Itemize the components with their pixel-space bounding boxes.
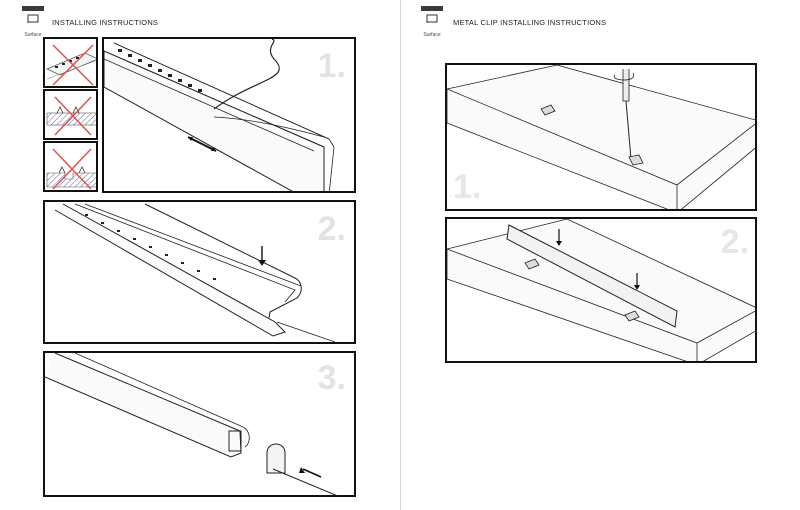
step-number: 1. <box>317 47 346 85</box>
left-arrow-icon <box>302 468 322 478</box>
clip-step-2-panel: 2. <box>445 217 757 363</box>
page-title: METAL CLIP INSTALLING INSTRUCTIONS <box>453 18 607 27</box>
step-number: 2. <box>720 223 749 261</box>
step-number: 2. <box>317 210 346 248</box>
step-1-panel: 1. <box>102 37 356 193</box>
surface-badge: Surface <box>22 6 44 38</box>
rotate-arrow-icon <box>613 72 635 81</box>
end-cap-icon <box>266 443 286 474</box>
surface-mount-icon <box>426 14 438 23</box>
clip-icon <box>524 258 640 322</box>
warning-panel-3 <box>43 141 98 192</box>
profile-icon <box>506 224 678 328</box>
cross-icon <box>52 44 94 86</box>
step-number: 1. <box>453 168 482 206</box>
step-3-panel: 3. <box>43 351 356 497</box>
surface-badge: Surface <box>421 6 443 38</box>
clip-step-1-panel: 1. <box>445 63 757 211</box>
page-title: INSTALLING INSTRUCTIONS <box>52 18 159 27</box>
step-2-panel: 2. <box>43 200 356 344</box>
cross-icon <box>54 96 92 136</box>
slide-arrow-icon <box>187 136 217 152</box>
badge-caption: Surface <box>24 32 42 38</box>
step-number: 3. <box>317 359 346 397</box>
warning-panel-2 <box>43 89 98 140</box>
clip-icon <box>540 104 556 116</box>
surface-mount-icon <box>27 14 39 23</box>
cross-icon <box>52 148 92 190</box>
left-page: Surface INSTALLING INSTRUCTIONS 1. <box>22 6 356 497</box>
down-arrow-icon <box>558 229 638 287</box>
badge-caption: Surface <box>423 32 441 38</box>
warning-panel-1 <box>43 37 98 88</box>
screwdriver-icon <box>622 69 630 102</box>
right-page: Surface METAL CLIP INSTALLING INSTRUCTIO… <box>400 0 800 510</box>
